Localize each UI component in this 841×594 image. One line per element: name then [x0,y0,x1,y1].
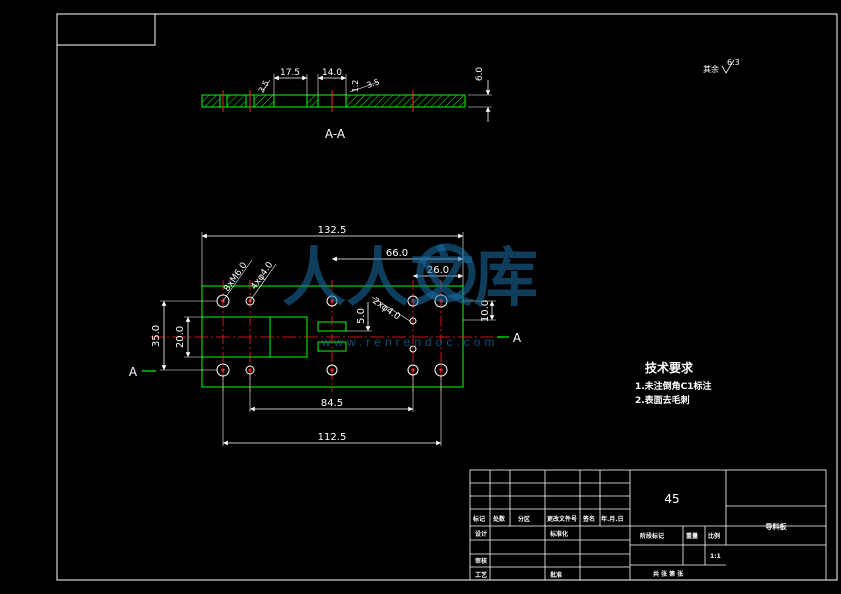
tb-row-label-3: 更改文件号 [547,515,577,523]
section-view: 17.5 14.0 6.0 3.5 3.5 1.2 A-A [201,67,492,141]
roughness-value: 6.3 [727,58,740,67]
callout-4xd4: 4xφ4.0 [249,260,275,292]
tb-check: 审核 [475,557,487,565]
dim-112-5: 112.5 [318,432,347,443]
tb-row-label-4: 签名 [582,515,595,523]
callout-8xm6: 8xM6.0 [222,261,249,294]
dim-84-5: 84.5 [321,398,343,409]
tb-weight: 重量 [686,532,698,540]
dim-14-0: 14.0 [322,68,342,78]
code-box [56,13,156,46]
tb-material: 45 [664,492,679,506]
tb-stage: 阶段标记 [640,532,664,540]
roughness-label: 其余 [703,64,719,74]
tb-approve: 批准 [550,571,562,579]
tech-req-item-2: 2.表面去毛刺 [635,394,690,406]
section-mark-right: A [513,331,522,345]
tb-scale: 比例 [708,532,720,540]
tb-row-label-5: 年.月.日 [601,515,624,523]
tech-req-title: 技术要求 [645,360,694,375]
watermark-url: www.renrendoc.com [321,335,499,349]
dim-20: 20.0 [175,326,186,348]
section-mark-left: A [129,365,138,379]
dim-chamfer-3: 1.2 [351,80,360,93]
dim-17-5: 17.5 [280,68,300,78]
title-block [469,469,827,581]
tech-req-item-1: 1.未注倒角C1标注 [635,380,712,392]
tb-row-label-0: 标记 [472,515,485,523]
dim-35: 35.0 [151,325,162,347]
tb-process: 工艺 [475,571,487,579]
dim-10: 10.0 [480,300,491,322]
tb-design: 设计 [475,530,487,538]
section-title: A-A [325,127,346,141]
tb-part-name: 导料板 [766,522,788,531]
dim-thickness: 6.0 [475,67,485,82]
dim-26: 26.0 [427,265,449,276]
dim-66: 66.0 [386,248,408,259]
dim-overall: 132.5 [318,225,347,236]
roughness-symbol-icon [721,59,735,74]
tb-row-label-1: 处数 [492,515,506,523]
drawing-frame [56,13,838,581]
tb-standardize: 标准化 [549,530,568,538]
watermark-logo: 人人文库 [282,242,538,316]
tb-row-label-2: 分区 [518,515,530,523]
watermark [416,243,476,303]
dim-5: 5.0 [356,308,367,324]
tb-sheet: 共 张 第 张 [653,570,684,578]
tb-scale-value: 1:1 [710,553,721,560]
